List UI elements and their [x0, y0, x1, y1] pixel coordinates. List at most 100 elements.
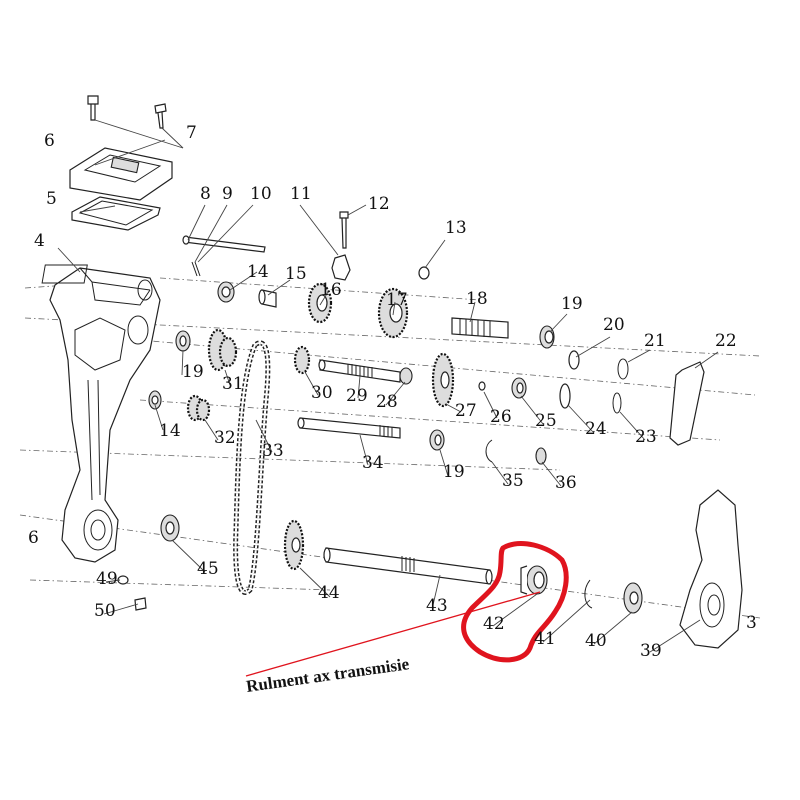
- leader-line: [491, 461, 509, 485]
- leader-line: [229, 271, 258, 291]
- part-number-label: 14: [247, 262, 269, 282]
- part-number-label: 44: [318, 583, 340, 603]
- part-number-label: 42: [483, 614, 505, 634]
- drive-chain: [233, 340, 271, 595]
- leader-line: [79, 205, 116, 213]
- leader-line: [299, 204, 339, 256]
- part-number-label: 19: [443, 462, 465, 482]
- part-number-label: 18: [466, 289, 488, 309]
- part-number-label: 23: [635, 427, 657, 447]
- leader-lines: [57, 119, 719, 653]
- part-number-label: 6: [44, 131, 55, 151]
- leader-line: [392, 301, 396, 316]
- part-number-label: 15: [285, 264, 307, 284]
- leader-line: [194, 204, 228, 263]
- leader-line: [197, 204, 254, 263]
- leader-line: [492, 593, 538, 627]
- part-number-label: 19: [182, 362, 204, 382]
- right-end-parts: [584, 489, 743, 649]
- part-number-label: 33: [262, 441, 284, 461]
- part-number-label: 31: [222, 374, 244, 394]
- leader-line: [567, 404, 594, 433]
- drain-plug: [117, 575, 147, 611]
- part-number-label: 24: [585, 419, 607, 439]
- leader-line: [649, 619, 701, 653]
- leader-line: [299, 567, 331, 598]
- part-number-label: 14: [159, 421, 181, 441]
- part-number-label: 32: [214, 428, 236, 448]
- part-number-label: 21: [644, 331, 666, 351]
- leader-line: [171, 539, 206, 573]
- leader-line: [161, 127, 184, 149]
- leader-line: [103, 603, 139, 615]
- part-number-label: 9: [222, 184, 233, 204]
- part-number-label: 25: [535, 411, 557, 431]
- leader-line: [267, 279, 291, 296]
- leader-line: [542, 599, 591, 643]
- leader-line: [359, 434, 369, 466]
- top-cover: [69, 147, 173, 201]
- annotation-pointer-line: [245, 591, 541, 677]
- leader-line: [469, 301, 476, 323]
- leader-line: [319, 291, 329, 306]
- part-number-label: 22: [715, 331, 737, 351]
- part-number-label: 29: [346, 386, 368, 406]
- cover-gasket: [71, 196, 161, 231]
- leader-line: [445, 403, 462, 413]
- leader-line: [57, 247, 81, 273]
- part-number-label: 12: [368, 194, 390, 214]
- leader-line: [593, 611, 633, 645]
- part-number-label: 27: [455, 401, 477, 421]
- leader-line: [694, 351, 719, 369]
- bearing-highlight-outline: [461, 541, 569, 663]
- part-number-label: 45: [197, 559, 219, 579]
- leader-line: [439, 449, 449, 477]
- part-number-label: 17: [386, 290, 408, 310]
- cover-screws: [87, 95, 167, 129]
- part-number-label: 16: [320, 280, 342, 300]
- part-number-label: 50: [94, 601, 116, 621]
- shift-fork: [331, 211, 351, 281]
- annotation-label: Rulment ax transmisie: [245, 654, 411, 696]
- part-number-label: 39: [640, 641, 662, 661]
- countershaft: [293, 345, 622, 414]
- leader-line: [204, 419, 219, 441]
- leader-line: [347, 204, 367, 216]
- leader-line: [94, 139, 166, 166]
- leader-line: [424, 239, 446, 269]
- left-gear-cluster: [148, 328, 238, 422]
- part-number-label: 6: [28, 528, 39, 548]
- leader-line: [94, 119, 184, 149]
- part-number-label: 40: [585, 631, 607, 651]
- leader-line: [357, 375, 361, 399]
- part-number-label: 3: [746, 613, 757, 633]
- transmission-shaft-bearing: [520, 565, 548, 595]
- leader-line: [627, 349, 651, 363]
- gearbox-housing: [41, 264, 161, 563]
- leader-line: [385, 381, 406, 406]
- shift-shaft: [182, 235, 266, 277]
- part-number-label: 36: [555, 473, 577, 493]
- leader-line: [432, 574, 441, 606]
- part-number-label: 34: [362, 453, 384, 473]
- leader-line: [575, 336, 611, 358]
- leader-line: [541, 461, 562, 487]
- leader-line: [181, 349, 184, 376]
- part-number-label: 11: [290, 184, 312, 204]
- leader-line: [483, 391, 498, 419]
- leader-line: [304, 371, 319, 396]
- part-number-label: 5: [46, 189, 57, 209]
- leader-line: [224, 369, 231, 386]
- part-number-label: 13: [445, 218, 467, 238]
- part-number-label: 49: [96, 569, 118, 589]
- part-number-label: 7: [186, 123, 197, 143]
- part-number-label: 10: [250, 184, 272, 204]
- part-number-label: 19: [561, 294, 583, 314]
- leader-line: [549, 313, 568, 333]
- leader-line: [255, 419, 273, 453]
- leader-line: [187, 204, 206, 241]
- part-number-label: 35: [502, 471, 524, 491]
- part-number-label: 20: [603, 315, 625, 335]
